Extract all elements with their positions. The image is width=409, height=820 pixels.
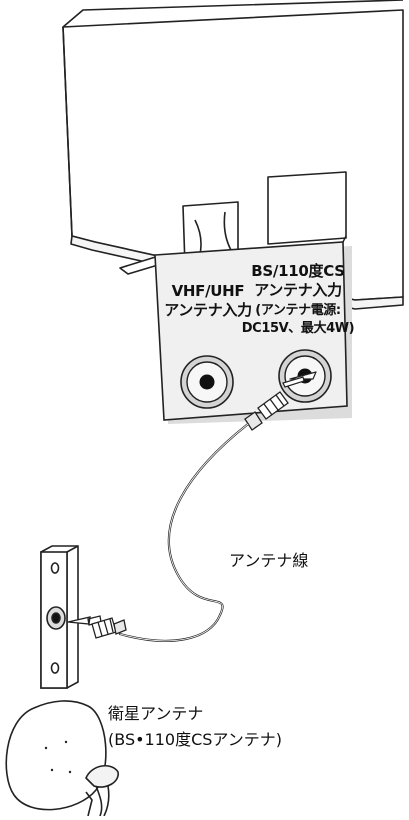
dish-label-line1: 衛星アンテナ <box>108 704 203 723</box>
tv-connector-box <box>267 171 347 245</box>
cable-connector-top <box>244 391 289 431</box>
bs-label-line1: BS/110度CS <box>251 262 344 280</box>
antenna-cable-inner <box>119 423 249 642</box>
vhf-label-line2: アンテナ入力 <box>164 301 252 319</box>
tv-side-edge <box>62 26 73 237</box>
bs-label-line2: アンテナ入力 <box>254 281 342 299</box>
vhf-label-line1: VHF/UHF <box>172 282 245 300</box>
cable-connector-wall <box>67 615 127 639</box>
dish-lnb <box>85 765 119 788</box>
cable-label: アンテナ線 <box>229 551 308 570</box>
antenna-cable <box>118 422 250 642</box>
satellite-dish <box>5 700 119 817</box>
arrow-shaft <box>282 376 305 388</box>
tv-top-edge <box>62 0 404 28</box>
connector-panel: VHF/UHF アンテナ入力 BS/110度CS アンテナ入力 (アンテナ電源:… <box>154 235 355 431</box>
wall-plate <box>40 545 79 689</box>
panel-pointer-line <box>342 235 347 243</box>
dish-reflector <box>5 700 107 811</box>
bs-note-line1: (アンテナ電源: <box>255 302 340 318</box>
dish-label-line2: (BS•110度CSアンテナ) <box>108 730 282 749</box>
vhf-uhf-port <box>180 355 234 409</box>
bs-note-line2: DC15V、最大4W) <box>242 320 354 336</box>
